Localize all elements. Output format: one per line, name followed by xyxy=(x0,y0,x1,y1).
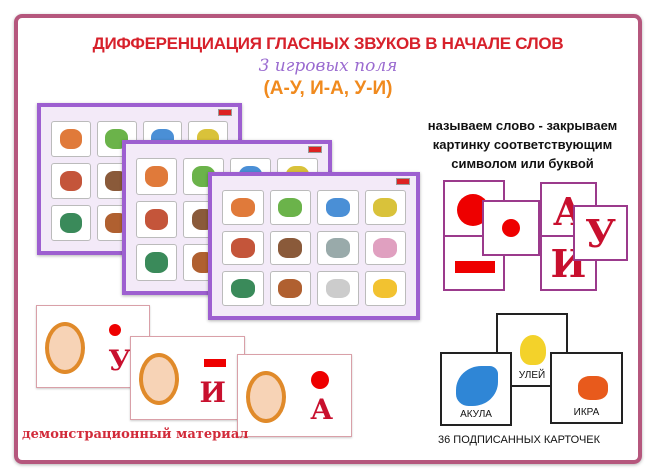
cards-count: 36 ПОДПИСАННЫХ КАРТОЧЕК xyxy=(438,434,601,446)
vowel-pairs: (А-У, И-А, У-И) xyxy=(263,78,393,99)
symbol-card-small-dot xyxy=(482,200,540,256)
picture-icon xyxy=(325,197,350,218)
picture-icon xyxy=(144,252,169,273)
picture-icon xyxy=(373,238,398,258)
picture-icon xyxy=(230,238,255,258)
picture-icon xyxy=(373,278,398,299)
demo-card-u: У xyxy=(36,305,150,388)
picture-cell xyxy=(222,190,264,225)
game-board-3 xyxy=(208,172,420,320)
picture-cell xyxy=(317,190,359,225)
picture-cell xyxy=(222,271,264,306)
demo-card-i: И xyxy=(130,336,245,420)
picture-cell xyxy=(136,244,177,281)
picture-cell xyxy=(222,230,264,266)
letter-card-u: У xyxy=(573,205,628,261)
picture-cell xyxy=(51,121,91,157)
picture-icon xyxy=(230,197,255,218)
picture-cell xyxy=(364,190,406,225)
instruction-line: называем слово - закрываем xyxy=(427,118,618,133)
picture-cell xyxy=(364,230,406,266)
instructions: называем слово - закрываем картинку соот… xyxy=(400,116,645,173)
picture-cell xyxy=(136,158,177,195)
picture-cell xyxy=(364,271,406,306)
picture-cell xyxy=(317,271,359,306)
picture-icon xyxy=(373,197,398,218)
frame xyxy=(14,14,642,464)
picture-icon xyxy=(278,238,303,258)
word-card-ikra: ИКРА xyxy=(550,352,623,424)
picture-icon xyxy=(59,170,83,192)
picture-icon xyxy=(59,212,83,234)
picture-icon xyxy=(230,278,255,299)
picture-icon xyxy=(144,209,169,230)
demo-label: демонстрационный материал xyxy=(22,427,249,442)
demo-card-a: А xyxy=(237,354,352,437)
picture-icon xyxy=(144,166,169,187)
picture-cell xyxy=(269,271,311,306)
instruction-line: картинку соответствующим xyxy=(432,137,613,152)
picture-icon xyxy=(278,278,303,299)
page-title: ДИФФЕРЕНЦИАЦИЯ ГЛАСНЫХ ЗВУКОВ В НАЧАЛЕ С… xyxy=(92,34,564,53)
picture-icon xyxy=(59,128,83,150)
picture-icon xyxy=(325,278,350,299)
subtitle: 3 игровых поля xyxy=(258,56,398,76)
picture-cell xyxy=(269,190,311,225)
picture-cell xyxy=(269,230,311,266)
picture-icon xyxy=(278,197,303,218)
word-card-akula: АКУЛА xyxy=(440,352,512,426)
instruction-line: символом или буквой xyxy=(451,156,594,171)
picture-cell xyxy=(317,230,359,266)
picture-cell xyxy=(51,205,91,241)
picture-cell xyxy=(51,163,91,199)
picture-cell xyxy=(136,201,177,238)
picture-icon xyxy=(325,238,350,258)
